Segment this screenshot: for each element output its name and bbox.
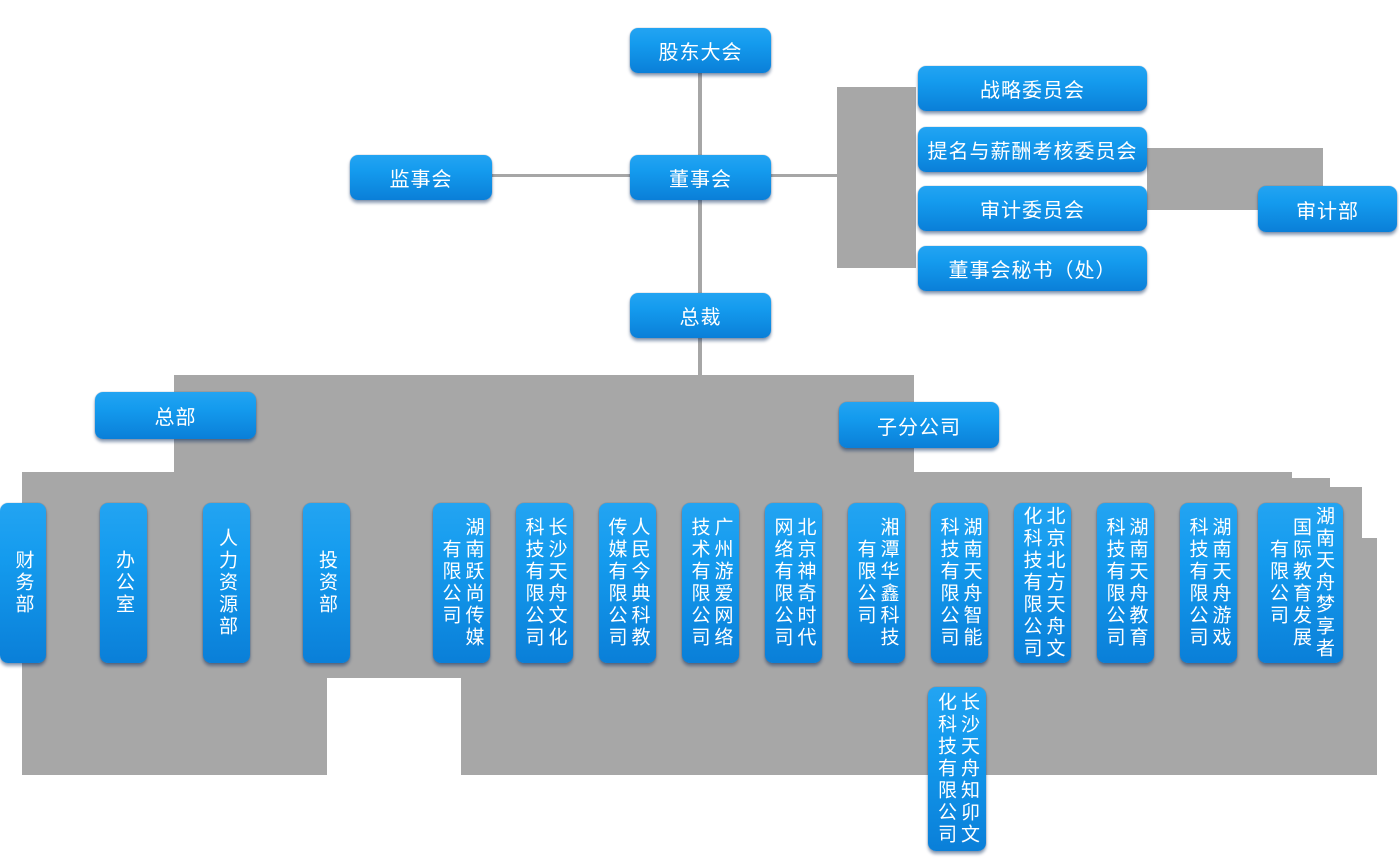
connector-president-band bbox=[698, 336, 702, 376]
node-label: 投资部 bbox=[316, 550, 338, 616]
node-human-resources-department: 人力资源部 bbox=[203, 503, 250, 663]
node-company-tianzhou-mengxiangzhe: 湖南天舟梦享者 国际教育发展 有限公司 bbox=[1258, 503, 1343, 663]
node-label: 股东大会 bbox=[658, 40, 743, 64]
node-audit-department: 审计部 bbox=[1258, 186, 1397, 232]
connector-committee-bar bbox=[837, 87, 916, 268]
node-label: 湘潭华鑫科技 有限公司 bbox=[854, 517, 900, 649]
node-company-xiangtan-huaxin: 湘潭华鑫科技 有限公司 bbox=[848, 503, 905, 663]
connector-board-committees bbox=[771, 174, 839, 177]
connector-supervisory-board bbox=[492, 174, 632, 177]
node-label: 人民今典科教 传媒有限公司 bbox=[605, 517, 651, 649]
node-label: 董事会 bbox=[669, 167, 732, 191]
node-headquarters: 总部 bbox=[95, 392, 256, 439]
node-company-beifang-tianzhou: 北京北方天舟文 化科技有限公司 bbox=[1014, 503, 1071, 663]
connector-hq-band bbox=[174, 375, 914, 472]
node-label: 湖南天舟智能 科技有限公司 bbox=[937, 517, 983, 649]
node-investment-department: 投资部 bbox=[303, 503, 350, 663]
node-subsidiaries: 子分公司 bbox=[839, 402, 999, 448]
bottom-band-gap bbox=[327, 678, 461, 775]
node-strategy-committee: 战略委员会 bbox=[918, 66, 1147, 111]
node-label: 审计委员会 bbox=[980, 198, 1085, 222]
node-label: 子分公司 bbox=[877, 414, 961, 439]
node-company-guangzhou-youai: 广州游爱网络 技术有限公司 bbox=[682, 503, 739, 663]
node-label: 总部 bbox=[154, 405, 197, 429]
node-company-beijing-shenqi-shidai: 北京神奇时代 网络有限公司 bbox=[765, 503, 822, 663]
node-supervisory-board: 监事会 bbox=[350, 155, 492, 200]
node-label: 湖南天舟游戏 科技有限公司 bbox=[1186, 517, 1232, 649]
node-company-tianzhou-youxi: 湖南天舟游戏 科技有限公司 bbox=[1180, 503, 1237, 663]
node-label: 总裁 bbox=[679, 305, 722, 329]
node-company-yueshang-media: 湖南跃尚传媒 有限公司 bbox=[433, 503, 490, 663]
node-label: 北京神奇时代 网络有限公司 bbox=[771, 517, 817, 649]
node-label: 人力资源部 bbox=[216, 528, 238, 638]
node-label: 湖南跃尚传媒 有限公司 bbox=[439, 517, 485, 649]
node-company-tianzhou-zhineng: 湖南天舟智能 科技有限公司 bbox=[931, 503, 988, 663]
node-label: 办公室 bbox=[113, 550, 135, 616]
node-label: 湖南天舟教育 科技有限公司 bbox=[1103, 517, 1149, 649]
node-label: 长沙天舟文化 科技有限公司 bbox=[522, 517, 568, 649]
node-finance-department: 财务部 bbox=[0, 503, 46, 663]
node-audit-committee: 审计委员会 bbox=[918, 186, 1147, 231]
node-shareholders-meeting: 股东大会 bbox=[630, 28, 771, 73]
node-board-secretary-office: 董事会秘书（处） bbox=[918, 246, 1147, 291]
node-label: 长沙天舟知卯文 化科技有限公司 bbox=[935, 692, 980, 846]
node-label: 广州游爱网络 技术有限公司 bbox=[688, 517, 734, 649]
node-company-tianzhou-jiaoyu: 湖南天舟教育 科技有限公司 bbox=[1097, 503, 1154, 663]
node-label: 审计部 bbox=[1296, 198, 1359, 223]
node-president: 总裁 bbox=[630, 293, 771, 338]
node-label: 北京北方天舟文 化科技有限公司 bbox=[1020, 506, 1066, 660]
node-company-zhimao-culture: 长沙天舟知卯文 化科技有限公司 bbox=[928, 687, 986, 851]
node-nomination-remuneration-committee: 提名与薪酬考核委员会 bbox=[918, 127, 1147, 172]
node-general-office: 办公室 bbox=[100, 503, 147, 663]
node-label: 湖南天舟梦享者 国际教育发展 有限公司 bbox=[1267, 506, 1335, 660]
node-board-of-directors: 董事会 bbox=[630, 155, 771, 200]
node-label: 提名与薪酬考核委员会 bbox=[927, 139, 1138, 163]
node-label: 监事会 bbox=[389, 167, 453, 191]
node-label: 董事会秘书（处） bbox=[948, 258, 1117, 282]
node-company-changsha-tianzhou-culture: 长沙天舟文化 科技有限公司 bbox=[516, 503, 573, 663]
connector-shareholders-board bbox=[698, 70, 702, 156]
node-label: 战略委员会 bbox=[980, 78, 1085, 102]
connector-board-president bbox=[698, 198, 702, 294]
node-company-renmin-jindian: 人民今典科教 传媒有限公司 bbox=[599, 503, 656, 663]
node-label: 财务部 bbox=[12, 550, 35, 616]
connector-bottom-band-step3 bbox=[1362, 538, 1377, 775]
